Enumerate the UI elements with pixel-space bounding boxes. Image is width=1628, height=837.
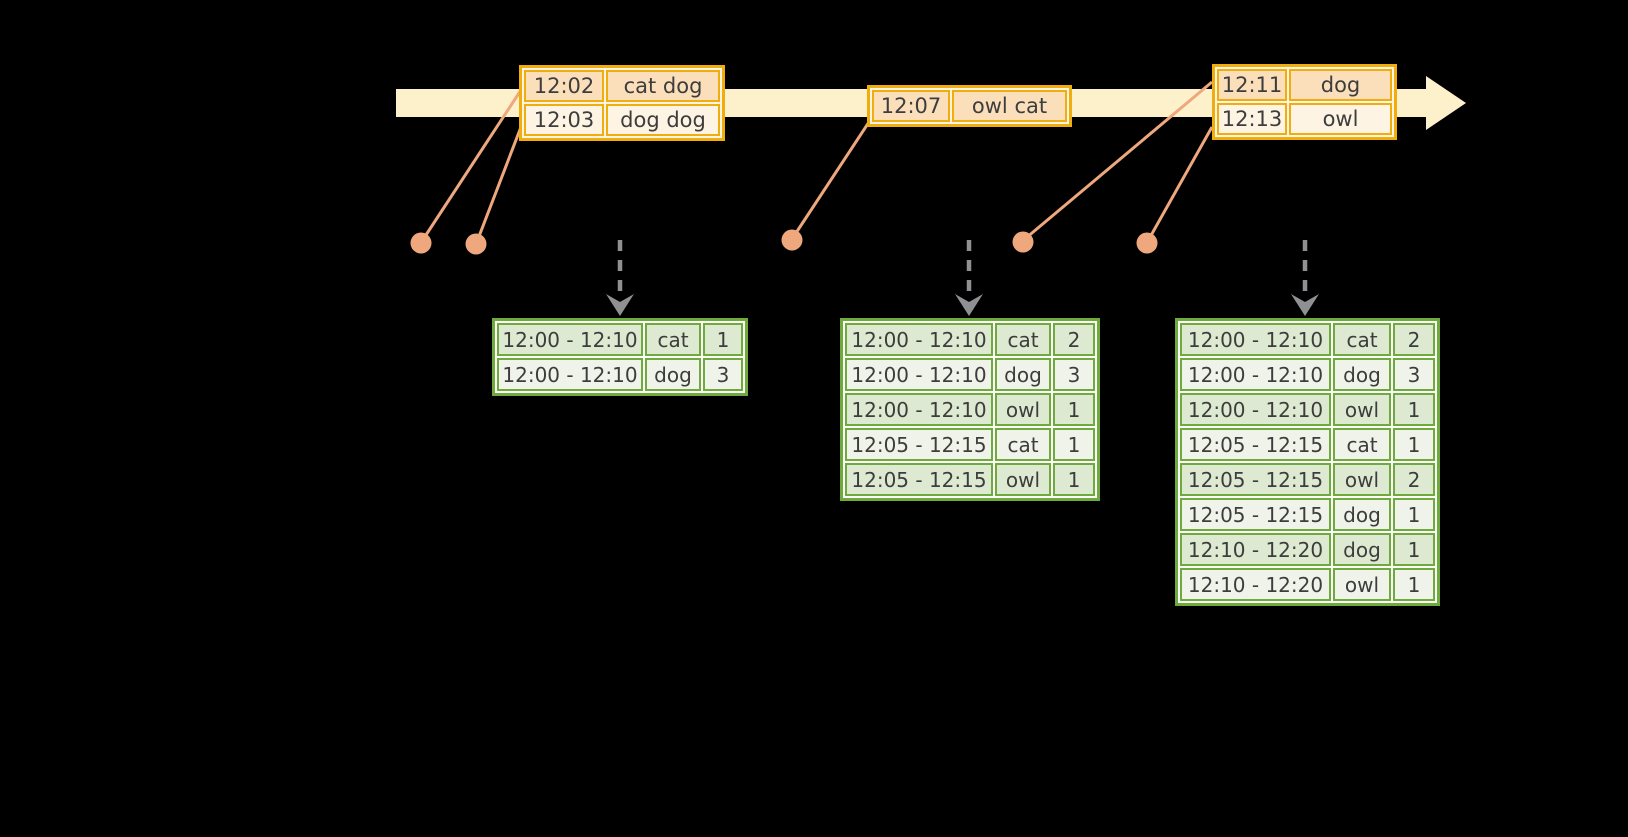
window-cell: 12:00 - 12:10 (845, 393, 993, 426)
count-cell: 1 (1393, 428, 1435, 461)
word-cell: cat (995, 428, 1051, 461)
event-time: 12:02 (524, 70, 604, 102)
timeline-arrowhead-icon (1426, 76, 1466, 130)
window-cell: 12:00 - 12:10 (497, 358, 643, 391)
result-row: 12:00 - 12:10 cat 2 (845, 323, 1095, 356)
event-row: 12:13 owl (1217, 103, 1392, 135)
result-table-1: 12:00 - 12:10 cat 1 12:00 - 12:10 dog 3 (492, 318, 748, 396)
event-row: 12:11 dog (1217, 69, 1392, 101)
word-cell: owl (1333, 463, 1391, 496)
count-cell: 1 (1053, 393, 1095, 426)
count-cell: 1 (703, 323, 743, 356)
result-row: 12:00 - 12:10 dog 3 (497, 358, 743, 391)
word-cell: dog (995, 358, 1051, 391)
event-connector-line (792, 121, 871, 237)
count-cell: 2 (1393, 323, 1435, 356)
result-row: 12:05 - 12:15 owl 1 (845, 463, 1095, 496)
event-table-batch3: 12:11 dog 12:13 owl (1212, 64, 1397, 140)
word-cell: dog (1333, 533, 1391, 566)
result-table-2: 12:00 - 12:10 cat 2 12:00 - 12:10 dog 3 … (840, 318, 1100, 501)
count-cell: 1 (1393, 533, 1435, 566)
count-cell: 3 (703, 358, 743, 391)
window-cell: 12:05 - 12:15 (1180, 463, 1331, 496)
count-cell: 1 (1053, 428, 1095, 461)
result-row: 12:00 - 12:10 cat 1 (497, 323, 743, 356)
word-cell: cat (1333, 323, 1391, 356)
word-cell: dog (1333, 358, 1391, 391)
trigger-arrow (1291, 240, 1319, 316)
result-row: 12:10 - 12:20 owl 1 (1180, 568, 1435, 601)
window-cell: 12:10 - 12:20 (1180, 533, 1331, 566)
window-cell: 12:05 - 12:15 (1180, 428, 1331, 461)
window-cell: 12:00 - 12:10 (1180, 323, 1331, 356)
event-words: dog dog (606, 104, 720, 136)
event-table-batch2: 12:07 owl cat (867, 85, 1072, 127)
window-cell: 12:00 - 12:10 (1180, 358, 1331, 391)
result-row: 12:00 - 12:10 dog 3 (1180, 358, 1435, 391)
event-words: cat dog (606, 70, 720, 102)
result-table-3: 12:00 - 12:10 cat 2 12:00 - 12:10 dog 3 … (1175, 318, 1440, 606)
count-cell: 3 (1053, 358, 1095, 391)
window-cell: 12:05 - 12:15 (845, 428, 993, 461)
window-cell: 12:00 - 12:10 (1180, 393, 1331, 426)
word-cell: cat (645, 323, 701, 356)
result-row: 12:05 - 12:15 owl 2 (1180, 463, 1435, 496)
event-time: 12:07 (872, 90, 950, 122)
event-connector-line (422, 89, 523, 239)
count-cell: 1 (1393, 568, 1435, 601)
result-row: 12:00 - 12:10 dog 3 (845, 358, 1095, 391)
window-cell: 12:00 - 12:10 (497, 323, 643, 356)
result-row: 12:10 - 12:20 dog 1 (1180, 533, 1435, 566)
event-time: 12:03 (524, 104, 604, 136)
word-cell: cat (1333, 428, 1391, 461)
count-cell: 2 (1393, 463, 1435, 496)
event-connector-line (1147, 126, 1214, 240)
event-dot (1012, 231, 1034, 253)
window-cell: 12:05 - 12:15 (1180, 498, 1331, 531)
count-cell: 2 (1053, 323, 1095, 356)
event-dot (1136, 232, 1158, 254)
word-cell: dog (1333, 498, 1391, 531)
event-connector-line (476, 126, 523, 240)
event-table-batch1: 12:02 cat dog 12:03 dog dog (519, 65, 725, 141)
window-cell: 12:05 - 12:15 (845, 463, 993, 496)
event-dot (410, 232, 432, 254)
word-cell: cat (995, 323, 1051, 356)
trigger-arrow (955, 240, 983, 316)
arrow-down-icon (955, 294, 983, 316)
event-row: 12:03 dog dog (524, 104, 720, 136)
word-cell: owl (1333, 568, 1391, 601)
event-time: 12:11 (1217, 69, 1287, 101)
arrow-down-icon (606, 294, 634, 316)
event-dot (781, 229, 803, 251)
result-row: 12:05 - 12:15 cat 1 (845, 428, 1095, 461)
event-dot (465, 233, 487, 255)
word-cell: dog (645, 358, 701, 391)
event-time: 12:13 (1217, 103, 1287, 135)
count-cell: 1 (1393, 393, 1435, 426)
result-row: 12:00 - 12:10 owl 1 (1180, 393, 1435, 426)
window-cell: 12:00 - 12:10 (845, 323, 993, 356)
word-cell: owl (995, 393, 1051, 426)
count-cell: 3 (1393, 358, 1435, 391)
arrow-down-icon (1291, 294, 1319, 316)
result-row: 12:05 - 12:15 cat 1 (1180, 428, 1435, 461)
word-cell: owl (995, 463, 1051, 496)
event-words: owl (1289, 103, 1392, 135)
event-words: dog (1289, 69, 1392, 101)
event-row: 12:02 cat dog (524, 70, 720, 102)
event-connector-line (1025, 80, 1213, 240)
event-words: owl cat (952, 90, 1067, 122)
count-cell: 1 (1053, 463, 1095, 496)
count-cell: 1 (1393, 498, 1435, 531)
result-row: 12:00 - 12:10 cat 2 (1180, 323, 1435, 356)
word-cell: owl (1333, 393, 1391, 426)
result-row: 12:05 - 12:15 dog 1 (1180, 498, 1435, 531)
window-cell: 12:10 - 12:20 (1180, 568, 1331, 601)
window-cell: 12:00 - 12:10 (845, 358, 993, 391)
event-row: 12:07 owl cat (872, 90, 1067, 122)
result-row: 12:00 - 12:10 owl 1 (845, 393, 1095, 426)
trigger-arrow (606, 240, 634, 316)
